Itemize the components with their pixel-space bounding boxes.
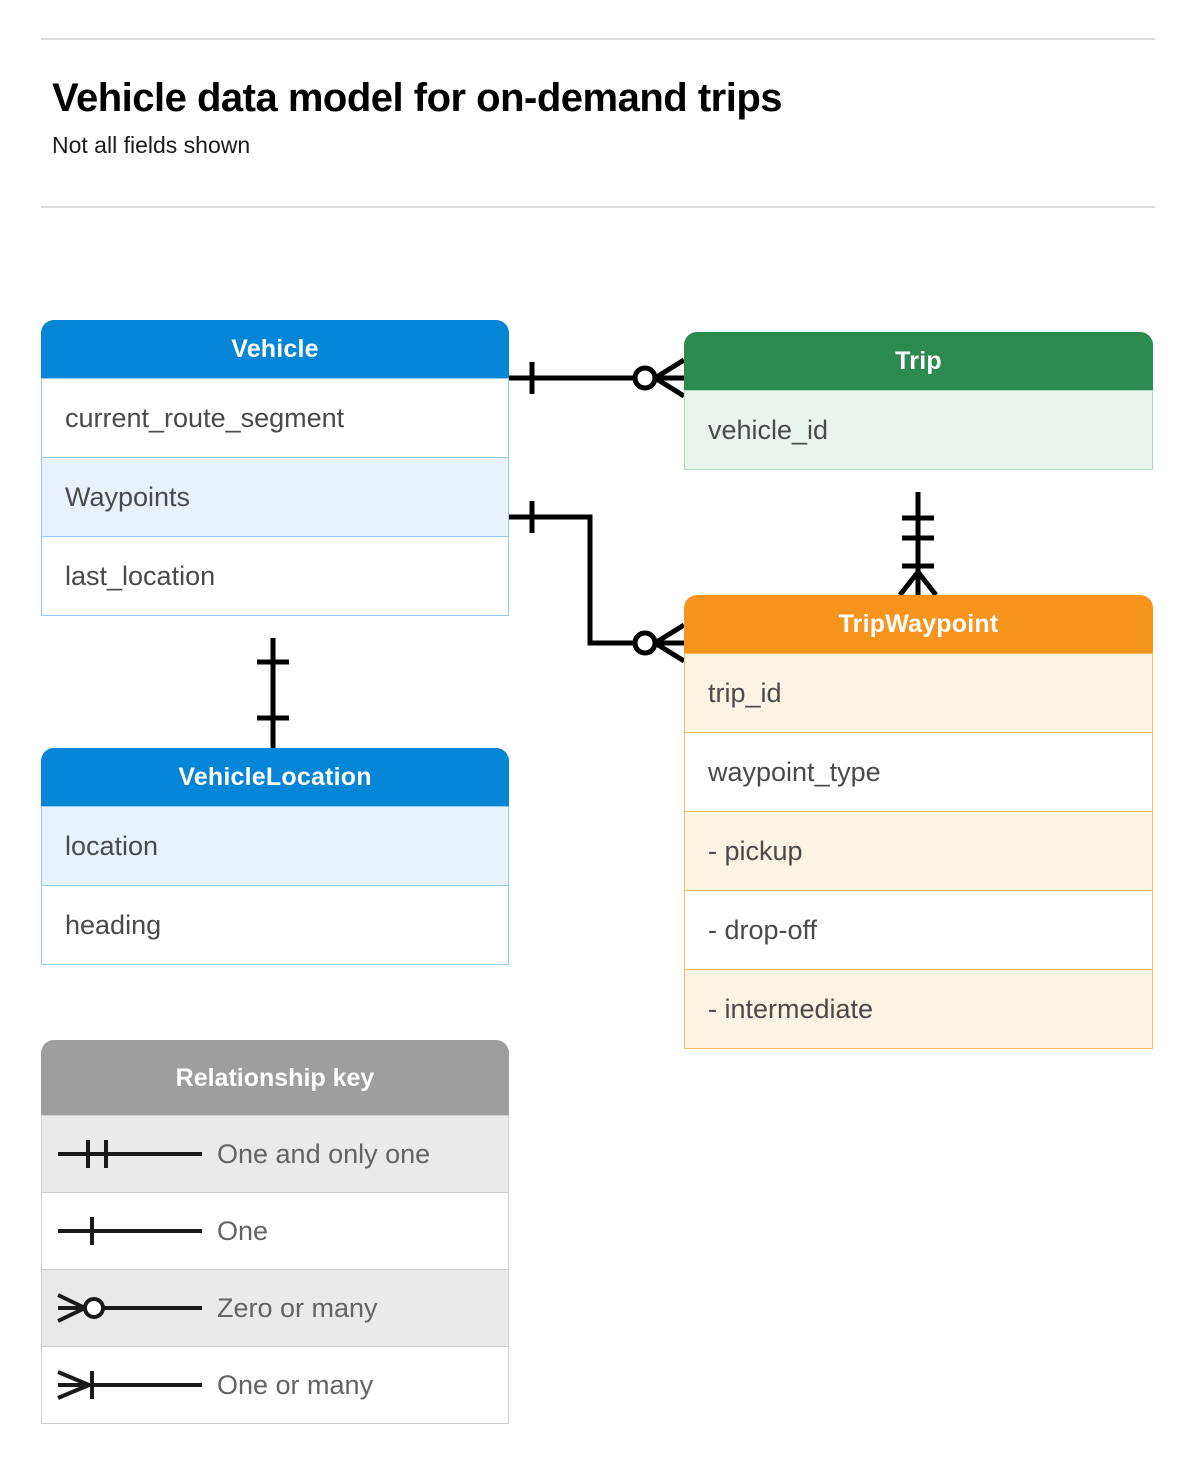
zero-or-many-icon [42, 1270, 217, 1346]
entity-vehicle-title: Vehicle [41, 320, 509, 378]
connector-vehicle-vehiclelocation [257, 638, 289, 748]
one-or-many-icon [42, 1347, 217, 1423]
entity-tripwaypoint-title: TripWaypoint [684, 595, 1153, 653]
one-icon [42, 1193, 217, 1269]
entity-tripwaypoint-field-trip-id[interactable]: trip_id [684, 653, 1153, 733]
legend-label-one: One [217, 1215, 269, 1246]
legend-row-one[interactable]: One [41, 1192, 509, 1270]
entity-tripwaypoint-rows: trip_id waypoint_type - pickup - drop-of… [684, 653, 1153, 1049]
entity-vehiclelocation-field-location[interactable]: location [41, 806, 509, 886]
entity-tripwaypoint[interactable]: TripWaypoint trip_id waypoint_type - pic… [684, 595, 1153, 1049]
entity-trip[interactable]: Trip vehicle_id [684, 332, 1153, 470]
page-title: Vehicle data model for on-demand trips [52, 76, 783, 120]
entity-trip-rows: vehicle_id [684, 390, 1153, 470]
connector-vehicle-trip [508, 357, 686, 399]
legend-row-one-or-many[interactable]: One or many [41, 1346, 509, 1424]
entity-vehiclelocation-title: VehicleLocation [41, 748, 509, 806]
entity-tripwaypoint-enum-drop-off[interactable]: - drop-off [684, 890, 1153, 970]
entity-vehiclelocation-field-heading[interactable]: heading [41, 885, 509, 965]
one-and-only-one-icon [42, 1116, 217, 1192]
legend-row-zero-or-many[interactable]: Zero or many [41, 1269, 509, 1347]
entity-trip-field-vehicle-id[interactable]: vehicle_id [684, 390, 1153, 470]
connector-trip-tripwaypoint [898, 492, 938, 597]
entity-tripwaypoint-enum-pickup[interactable]: - pickup [684, 811, 1153, 891]
entity-vehiclelocation[interactable]: VehicleLocation location heading [41, 748, 509, 965]
entity-vehicle-rows: current_route_segment Waypoints last_loc… [41, 378, 509, 616]
entity-trip-title: Trip [684, 332, 1153, 390]
entity-vehicle[interactable]: Vehicle current_route_segment Waypoints … [41, 320, 509, 616]
page-subtitle: Not all fields shown [52, 132, 251, 158]
entity-tripwaypoint-field-waypoint-type[interactable]: waypoint_type [684, 732, 1153, 812]
relationship-key-title: Relationship key [41, 1040, 509, 1116]
legend-label-one-or-many: One or many [217, 1369, 374, 1400]
connector-vehicle-waypoints-tripwaypoint [508, 501, 686, 664]
legend-row-one-and-only-one[interactable]: One and only one [41, 1115, 509, 1193]
entity-vehicle-field-last-location[interactable]: last_location [41, 536, 509, 616]
legend-label-zero-or-many: Zero or many [217, 1292, 378, 1323]
relationship-key-legend: Relationship key One and only one One [41, 1040, 509, 1424]
entity-vehicle-field-waypoints[interactable]: Waypoints [41, 457, 509, 537]
legend-label-one-and-only-one: One and only one [217, 1138, 431, 1169]
entity-vehicle-field-current-route-segment[interactable]: current_route_segment [41, 378, 509, 458]
entity-vehiclelocation-rows: location heading [41, 806, 509, 965]
document-header: Vehicle data model for on-demand trips N… [41, 38, 1155, 208]
entity-tripwaypoint-enum-intermediate[interactable]: - intermediate [684, 969, 1153, 1049]
